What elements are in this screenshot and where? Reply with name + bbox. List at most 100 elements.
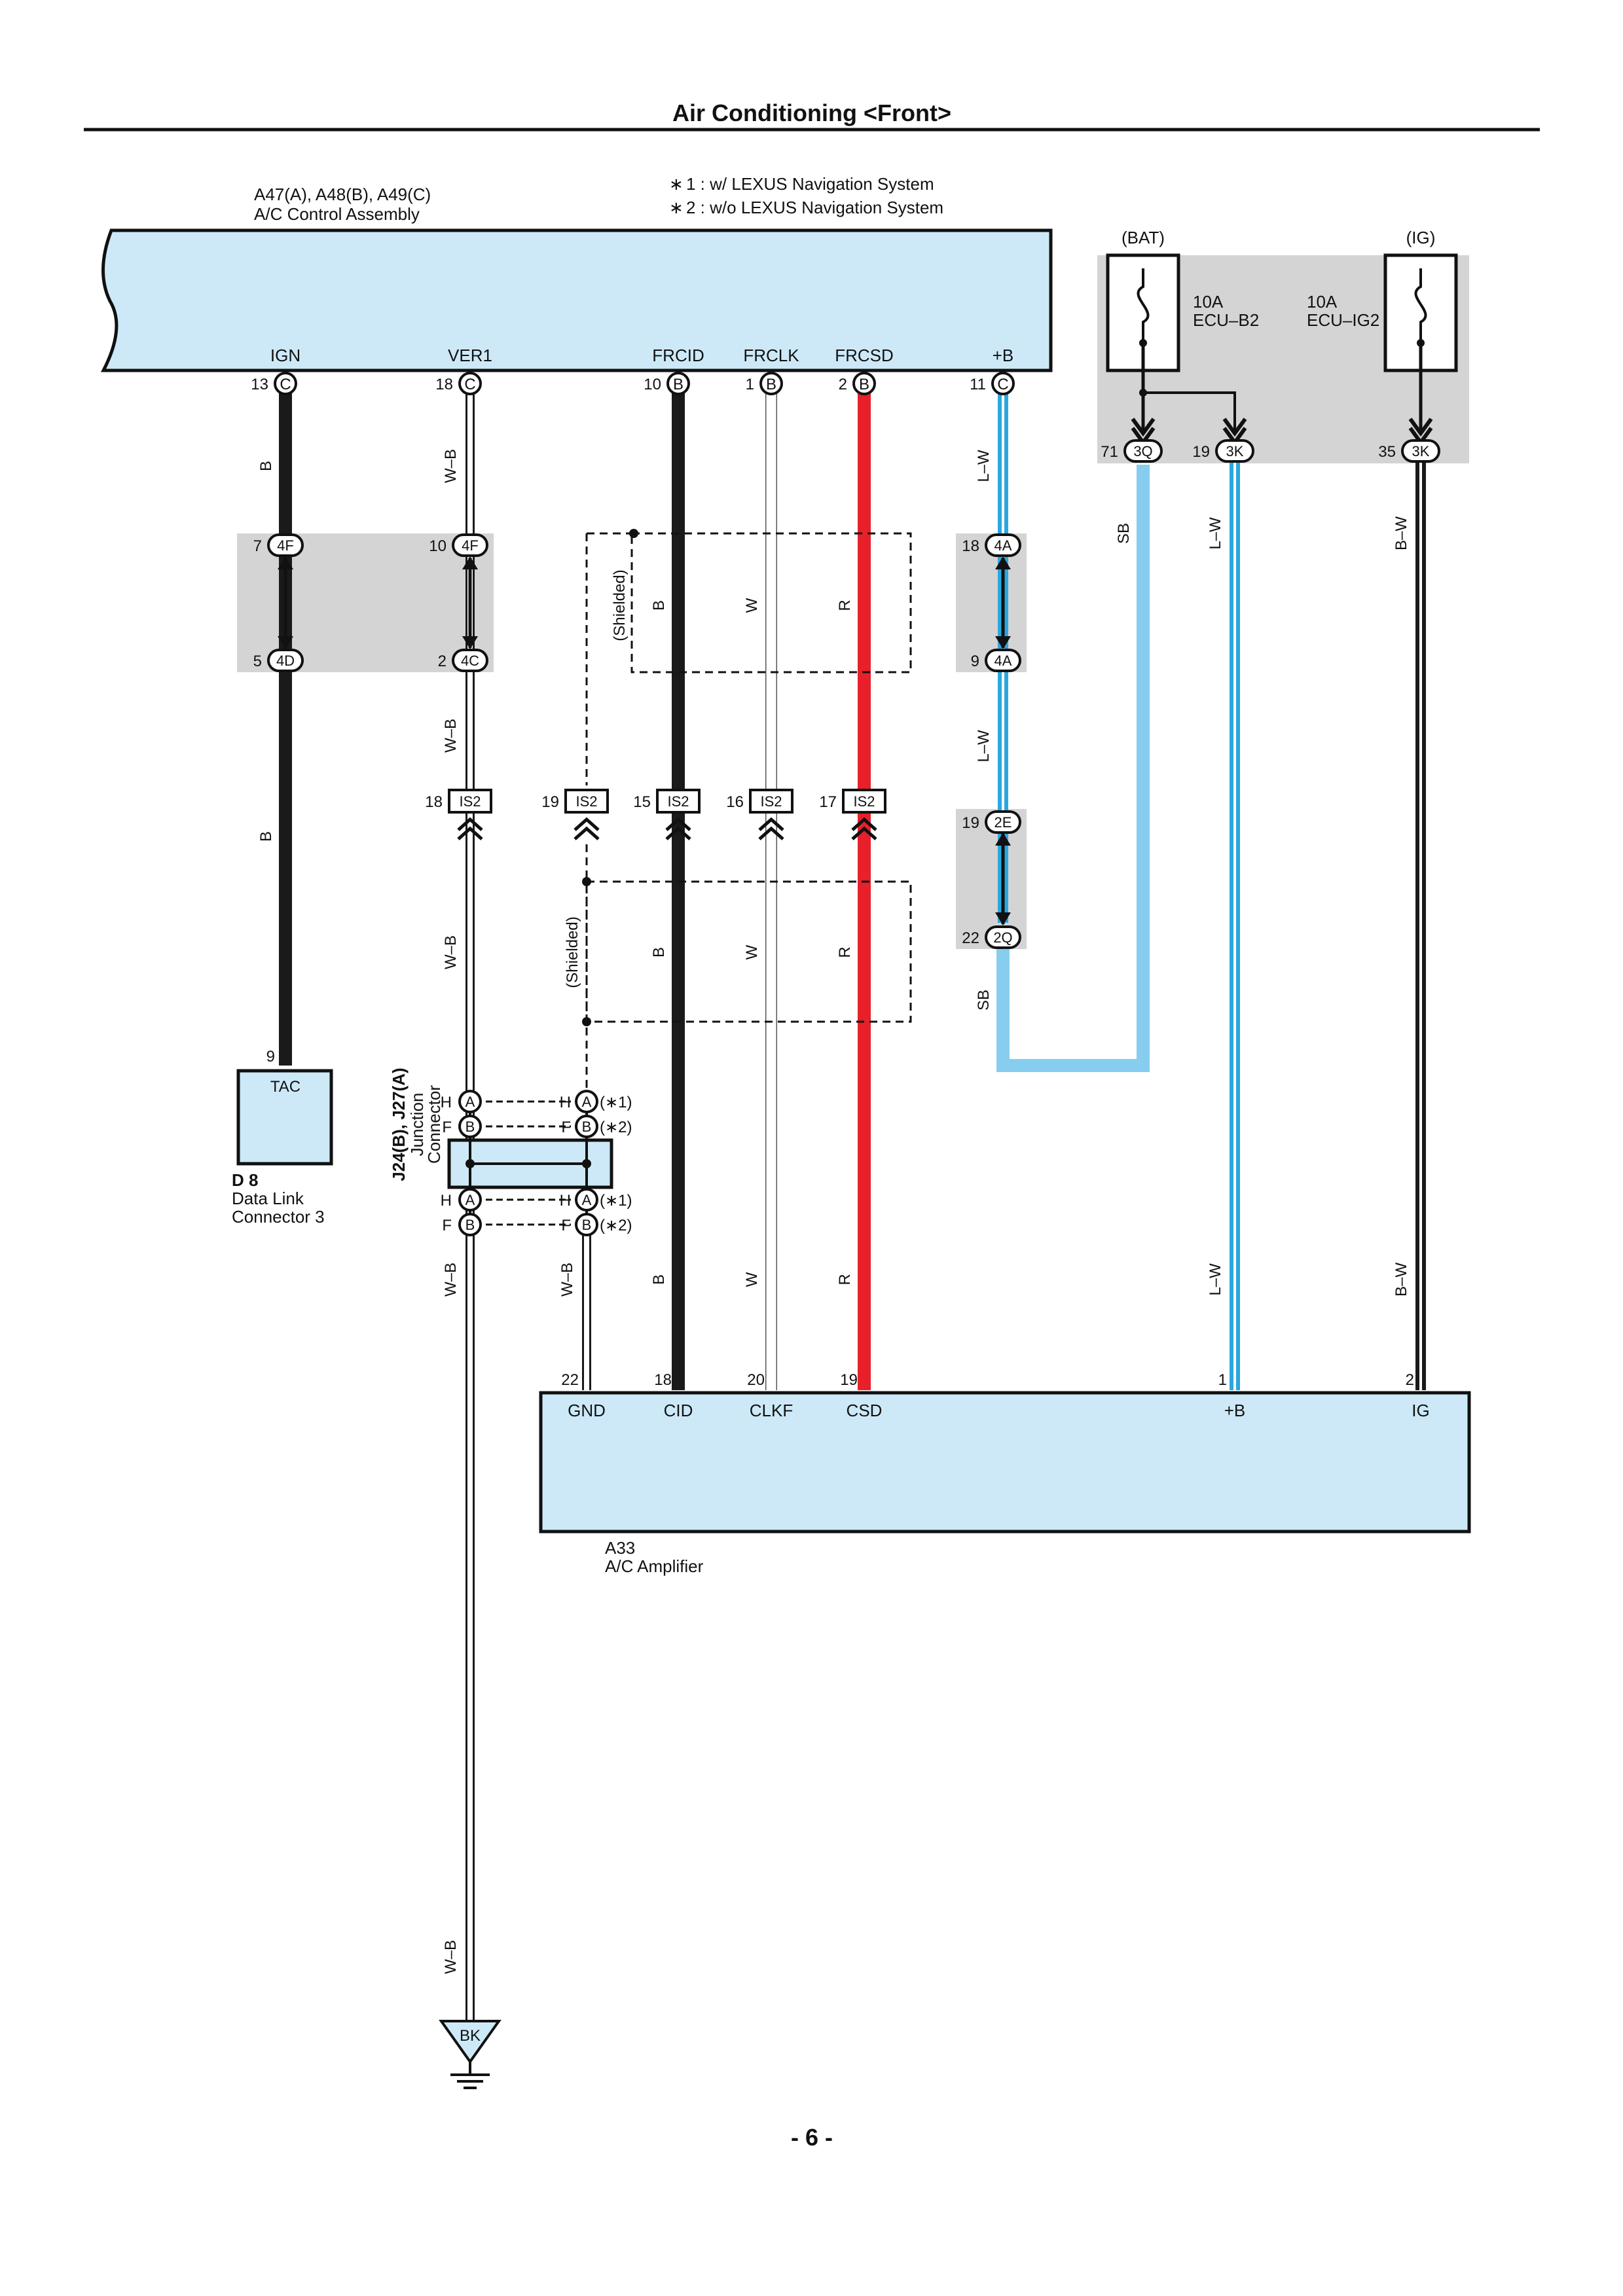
ac-control-box — [100, 228, 1053, 372]
svg-text:10: 10 — [429, 537, 447, 555]
wire-label: B — [650, 1274, 668, 1285]
ctrl-label-plusb: +B — [993, 346, 1014, 365]
svg-text:A: A — [465, 1094, 475, 1110]
svg-text:H: H — [441, 1094, 452, 1111]
shield-node-lower-bot — [582, 1017, 591, 1026]
svg-text:4F: 4F — [277, 537, 294, 554]
conn-4c-2: 4C 2 — [438, 649, 488, 672]
svg-text:1: 1 — [746, 376, 754, 393]
junction-pin-right-h-bot: A H (∗1) — [560, 1188, 632, 1211]
svg-text:A: A — [582, 1094, 592, 1110]
wire-label: L–W — [975, 730, 993, 762]
conn-is2-19: IS2 19 — [541, 789, 609, 840]
svg-text:2: 2 — [438, 653, 447, 670]
ctrl-label-frcsd: FRCSD — [835, 346, 894, 365]
amp-num-cid: 18 — [654, 1371, 672, 1389]
svg-text:4D: 4D — [276, 653, 295, 669]
svg-text:3K: 3K — [1412, 443, 1430, 459]
page-number: - 6 - — [791, 2124, 833, 2151]
ac-amplifier-box — [539, 1391, 1471, 1534]
svg-text:7: 7 — [253, 537, 262, 555]
shield-label-lower: (Shielded) — [564, 916, 581, 988]
svg-text:4C: 4C — [461, 653, 479, 669]
svg-text:(∗1): (∗1) — [600, 1192, 632, 1210]
svg-text:F: F — [442, 1217, 452, 1234]
svg-text:B: B — [465, 1217, 475, 1233]
svg-text:C: C — [280, 376, 291, 393]
conn-is2-16: IS2 16 — [726, 789, 793, 840]
junction-pin-right-f-bot: B F (∗2) — [561, 1213, 632, 1236]
fuse1-name: ECU–B2 — [1193, 310, 1259, 330]
dlc-pin-num: 9 — [266, 1048, 275, 1066]
ctrl-pin-frcid: B 10 — [644, 372, 690, 395]
svg-text:10: 10 — [644, 376, 661, 393]
wire-label: SB — [1115, 523, 1133, 544]
svg-text:C: C — [464, 376, 475, 393]
ac-control-code: A47(A), A48(B), A49(C) — [254, 185, 431, 204]
svg-text:35: 35 — [1378, 443, 1396, 461]
svg-text:(∗1): (∗1) — [600, 1094, 632, 1111]
amp-label-ig: IG — [1412, 1401, 1429, 1420]
svg-text:H: H — [560, 1192, 571, 1210]
dlc-box — [236, 1069, 333, 1166]
amp-num-clkf: 20 — [747, 1371, 765, 1389]
fuse-b2-branch — [1143, 391, 1236, 432]
svg-text:9: 9 — [971, 653, 979, 670]
conn-is2-18: IS2 18 — [425, 789, 492, 840]
svg-text:B: B — [766, 376, 776, 393]
svg-text:IS2: IS2 — [853, 793, 875, 810]
junction-pin-right-f-top: B F (∗2) — [561, 1115, 632, 1138]
svg-text:IS2: IS2 — [575, 793, 597, 810]
svg-text:H: H — [441, 1192, 452, 1210]
wire-label: W–B — [558, 1263, 576, 1297]
wire-label: B–W — [1393, 516, 1410, 550]
conn-4f-7: 4F 7 — [253, 533, 304, 557]
fuse-ig-label: (IG) — [1406, 228, 1436, 247]
amp-label-gnd: GND — [568, 1401, 606, 1420]
arrow-2e2q-top — [995, 833, 1011, 846]
junction-code: J24(B), J27(A) — [389, 1067, 409, 1181]
ctrl-pin-frclk: B 1 — [746, 372, 783, 395]
svg-text:2E: 2E — [994, 814, 1012, 831]
amp-num-csd: 19 — [840, 1371, 858, 1389]
junction-pin-left-h-bot: A H — [441, 1188, 482, 1211]
svg-text:71: 71 — [1101, 443, 1118, 461]
arrow-4f4c-top — [462, 556, 478, 569]
svg-text:15: 15 — [633, 793, 651, 811]
fuse-bat-label: (BAT) — [1122, 228, 1165, 247]
svg-text:22: 22 — [962, 929, 979, 947]
fuse-ecu-ig2-icon — [1414, 268, 1427, 340]
shield-label-upper: (Shielded) — [611, 569, 629, 641]
conn-4f-10: 4F 10 — [429, 533, 488, 557]
ground-label: BK — [460, 2027, 481, 2045]
conn-2q-22: 2Q 22 — [962, 925, 1021, 949]
wire-label: SB — [975, 990, 993, 1011]
amp-num-plusb: 1 — [1218, 1371, 1227, 1389]
wire-label: R — [836, 600, 854, 611]
wire-sb-route — [996, 465, 1150, 1072]
conn-4a-18: 4A 18 — [962, 533, 1021, 557]
ctrl-pin-ign: C 13 — [251, 372, 297, 395]
svg-text:18: 18 — [962, 537, 979, 555]
ctrl-pin-plusb: C 11 — [970, 372, 1015, 395]
fuse-ecu-b2-icon — [1137, 268, 1150, 340]
junction-name1: Junction — [407, 1093, 427, 1157]
junction-pin-left-f-bot: B F — [442, 1213, 482, 1236]
svg-text:19: 19 — [541, 793, 559, 811]
fuse2-amp: 10A — [1307, 292, 1338, 312]
amp-code: A33 — [605, 1538, 635, 1558]
amp-name: A/C Amplifier — [605, 1556, 704, 1576]
amp-label-cid: CID — [664, 1401, 693, 1420]
svg-text:IS2: IS2 — [667, 793, 689, 810]
ac-control-name: A/C Control Assembly — [254, 204, 420, 224]
arrow-4f4c-bot — [462, 636, 478, 649]
svg-text:19: 19 — [962, 814, 979, 832]
svg-text:F: F — [442, 1119, 452, 1136]
fuse-b2-node — [1139, 389, 1147, 397]
svg-text:16: 16 — [726, 793, 744, 811]
svg-text:19: 19 — [1192, 443, 1210, 461]
svg-text:13: 13 — [251, 376, 268, 393]
dlc-name2: Connector 3 — [232, 1207, 325, 1227]
wire-label: B — [650, 947, 668, 958]
splice-region-4a — [956, 533, 1027, 672]
